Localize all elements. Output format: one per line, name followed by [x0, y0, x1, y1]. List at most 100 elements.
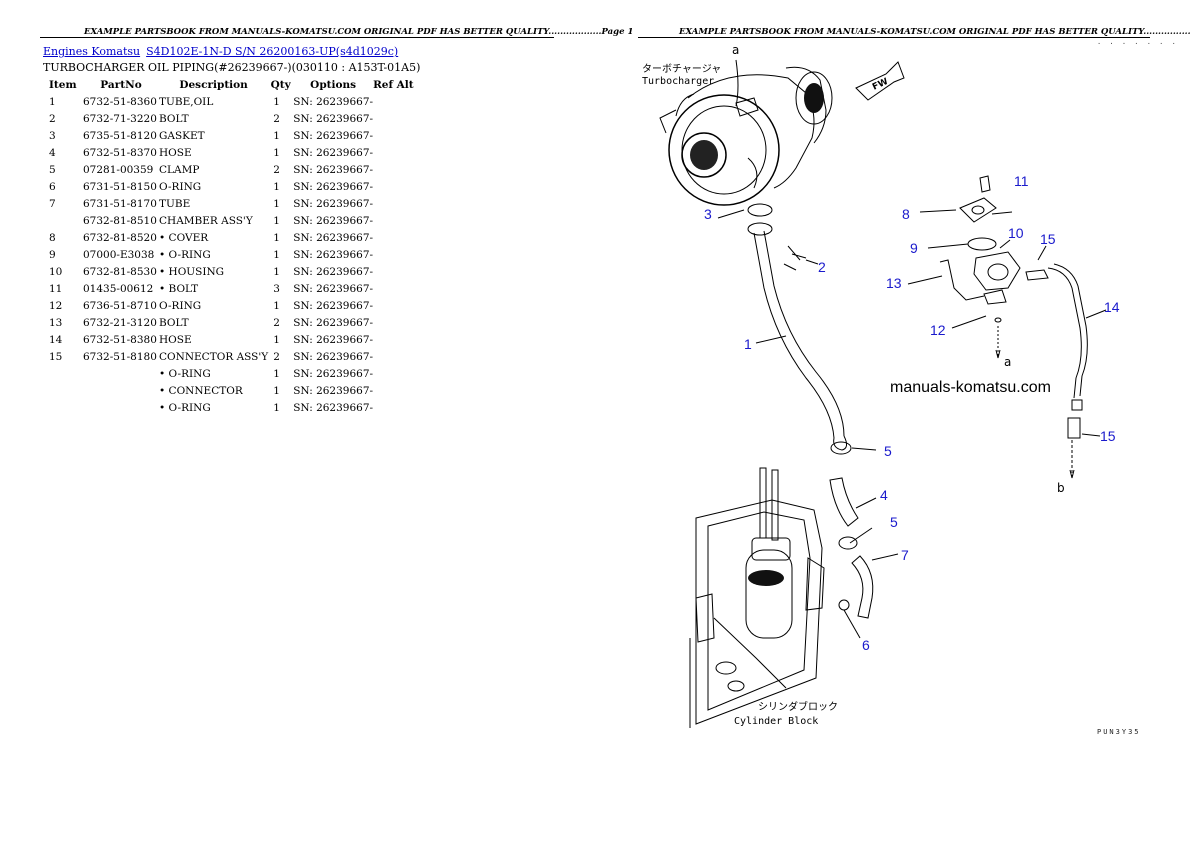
cell-ref-alt [373, 127, 414, 144]
drawing-code: PUN3Y35 [1097, 728, 1141, 736]
cell-ref-alt [373, 212, 414, 229]
cell-qty: 2 [273, 350, 280, 363]
cell-part: 07281-00359 [83, 163, 154, 176]
cell-opt: SN: 26239667- [293, 197, 374, 210]
cell-part: 6731-51-8170 [83, 197, 157, 210]
cell-part: 6732-51-8360 [83, 95, 157, 108]
cell-desc: • BOLT [159, 282, 199, 295]
cell-item: 5 [49, 163, 56, 176]
cell-desc: HOSE [159, 146, 192, 159]
cylinder-block-label-jp: シリンダブロック [758, 700, 838, 713]
cell-desc: BOLT [159, 316, 189, 329]
cell-qty: 2 [273, 316, 280, 329]
cell-opt: SN: 26239667- [293, 180, 374, 193]
cell-item: 8 [49, 231, 56, 244]
callout-15a: 15 [1040, 231, 1056, 247]
oil-tube-drawing [747, 203, 848, 451]
cell-desc: TUBE,OIL [159, 95, 214, 108]
cell-opt: SN: 26239667- [293, 112, 374, 125]
cell-item: 13 [49, 316, 63, 329]
cell-ref-alt [373, 314, 414, 331]
parts-table: Item PartNo Description Qty Options Ref … [42, 76, 414, 416]
breadcrumb-link-engines[interactable]: Engines Komatsu [43, 45, 141, 58]
cell-item: 2 [49, 112, 56, 125]
cell-item: 11 [49, 282, 63, 295]
callout-4: 4 [880, 487, 888, 503]
col-header-item: Item [49, 78, 77, 91]
breadcrumb-link-model[interactable]: S4D102E-1N-D S/N 26200163-UP(s4d1029c) [146, 45, 399, 58]
cell-qty: 1 [273, 197, 280, 210]
diagram-header-marks: · · · · · · · [1097, 40, 1178, 48]
cell-ref-alt [373, 229, 414, 246]
callout-1: 1 [744, 336, 752, 352]
cell-qty: 1 [273, 95, 280, 108]
cell-ref-alt [373, 161, 414, 178]
callout-14: 14 [1104, 299, 1120, 315]
callout-5b: 5 [890, 514, 898, 530]
cell-qty: 1 [273, 299, 280, 312]
cell-qty: 2 [273, 112, 280, 125]
cell-desc: • O-RING [159, 401, 211, 414]
cell-ref-alt [373, 93, 414, 110]
cell-desc: CONNECTOR ASS'Y [159, 350, 269, 363]
callout-5a: 5 [884, 443, 892, 459]
cell-ref-alt [373, 331, 414, 348]
cell-qty: 1 [273, 384, 280, 397]
cell-opt: SN: 26239667- [293, 146, 374, 159]
cell-item: 1 [49, 95, 56, 108]
cylinder-block-drawing [689, 467, 825, 728]
cell-part: 6732-51-8370 [83, 146, 157, 159]
header-divider-right [638, 37, 1150, 38]
watermark-text: manuals-komatsu.com [890, 379, 1051, 396]
cell-desc: • COVER [159, 231, 209, 244]
cell-qty: 1 [273, 231, 280, 244]
callout-7: 7 [901, 547, 909, 563]
cell-opt: SN: 26239667- [293, 95, 374, 108]
cell-qty: 1 [273, 401, 280, 414]
cell-ref-alt [373, 263, 414, 280]
col-header-ref-alt: Ref Alt [373, 78, 414, 91]
cell-item [42, 365, 83, 382]
callout-11: 11 [1014, 173, 1029, 189]
cell-part [83, 382, 159, 399]
cell-qty: 1 [273, 265, 280, 278]
callout-15b: 15 [1100, 428, 1116, 444]
cell-qty: 1 [273, 129, 280, 142]
cell-part: 01435-00612 [83, 282, 154, 295]
cell-item: 14 [49, 333, 63, 346]
cell-desc: O-RING [159, 299, 202, 312]
page-title: TURBOCHARGER OIL PIPING(#26239667-)(0301… [43, 61, 421, 74]
cell-desc: TUBE [159, 197, 191, 210]
col-header-options: Options [310, 78, 357, 91]
cell-opt: SN: 26239667- [293, 265, 374, 278]
col-header-qty: Qty [270, 78, 291, 91]
cell-ref-alt [373, 178, 414, 195]
cell-opt: SN: 26239667- [293, 333, 374, 346]
cylinder-block-label-en: Cylinder Block [734, 716, 818, 727]
cell-part: 6732-81-8530 [83, 265, 157, 278]
col-header-description: Description [179, 78, 248, 91]
callout-9: 9 [910, 240, 918, 256]
cell-part: 6732-51-8380 [83, 333, 157, 346]
cell-opt: SN: 26239667- [293, 299, 374, 312]
cell-part: 6731-51-8150 [83, 180, 157, 193]
cell-item: 10 [49, 265, 63, 278]
cell-desc: CLAMP [159, 163, 200, 176]
cell-ref-alt [373, 110, 414, 127]
cell-opt: SN: 26239667- [293, 248, 374, 261]
cell-desc: • O-RING [159, 248, 211, 261]
cell-part: 6732-81-8520 [83, 231, 157, 244]
cell-item: 9 [49, 248, 56, 261]
